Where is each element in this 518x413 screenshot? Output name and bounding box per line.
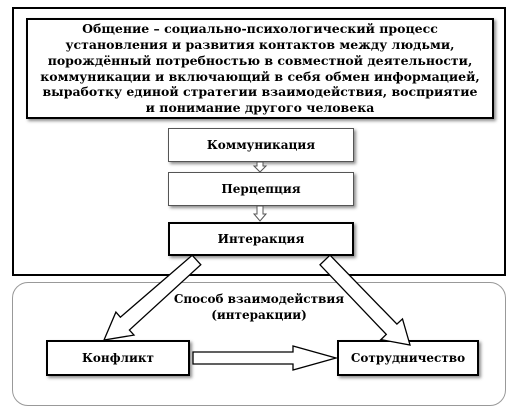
method-label-line1: Способ взаимодействия [173, 292, 345, 306]
step-interaction-label: Интеракция [217, 232, 305, 246]
definition-term: Общение [82, 21, 150, 37]
outcome-cooperation: Сотрудничество [337, 340, 479, 376]
step-interaction: Интеракция [168, 222, 354, 256]
definition-box: Общение – социально-психологический проц… [26, 18, 494, 119]
outcome-conflict: Конфликт [46, 340, 190, 376]
arrow-interaction-to-cooperation [319, 254, 411, 346]
step-perception-label: Перцепция [221, 182, 301, 196]
step-perception: Перцепция [168, 172, 354, 206]
definition-body: – социально-психологический процесс уста… [40, 21, 480, 115]
method-label: Способ взаимодействия (интеракции) [150, 291, 368, 323]
outer-frame [12, 7, 506, 276]
method-label-line2: (интеракции) [211, 308, 307, 323]
arrow-perception-to-interaction [252, 205, 268, 222]
step-communication-label: Коммуникация [206, 138, 316, 152]
outcome-cooperation-label: Сотрудничество [350, 351, 466, 365]
definition-text: Общение – социально-психологический проц… [38, 21, 482, 116]
arrow-interaction-to-conflict [102, 254, 202, 341]
arrow-communication-to-perception [252, 161, 268, 173]
outcome-conflict-label: Конфликт [82, 351, 154, 365]
method-frame [12, 282, 506, 406]
arrow-conflict-to-cooperation [192, 345, 339, 371]
